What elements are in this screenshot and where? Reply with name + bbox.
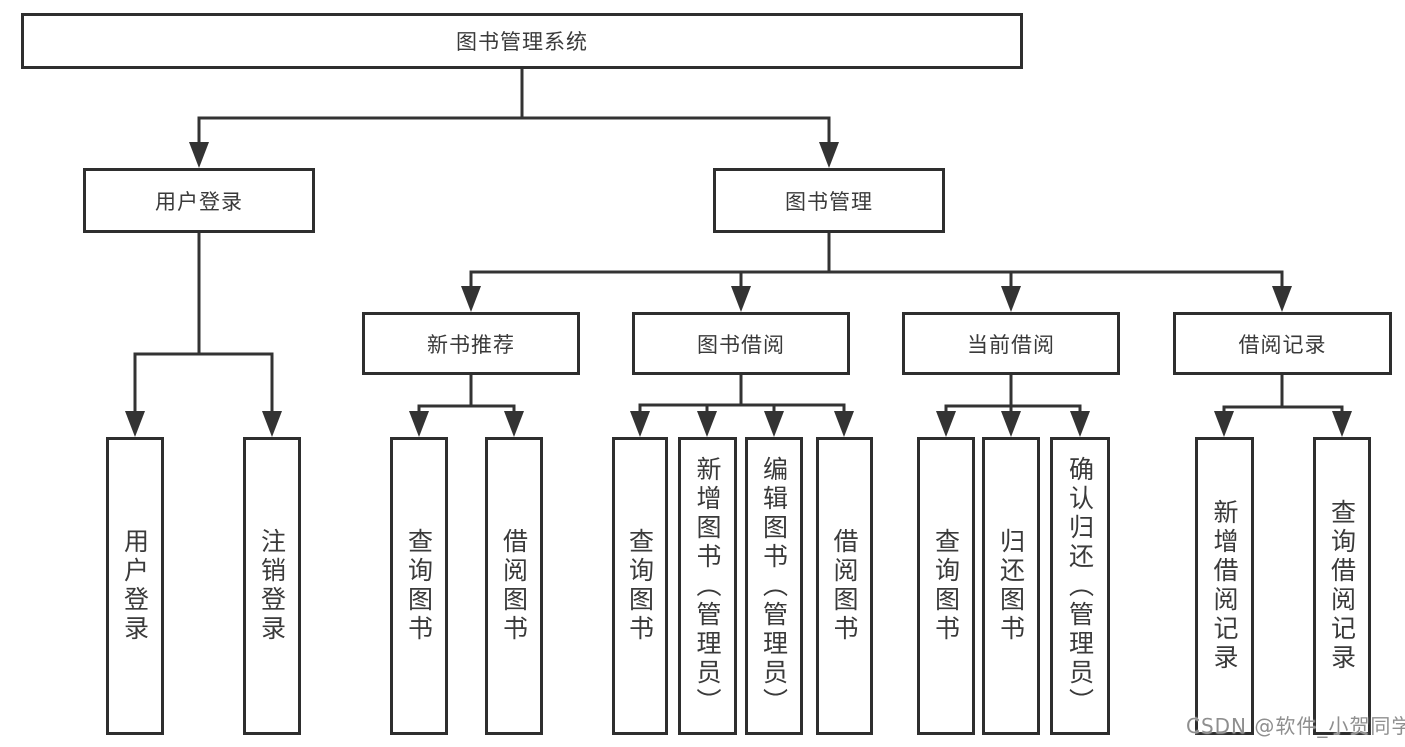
node-label: 归还图书 xyxy=(996,528,1026,644)
node-label: 查询图书 xyxy=(625,528,655,644)
leaf-edit-books-admin: 编辑图书（管理员） xyxy=(745,437,803,735)
node-library-system: 图书管理系统 xyxy=(21,13,1023,69)
node-label: 借阅记录 xyxy=(1238,332,1327,357)
leaf-return-books: 归还图书 xyxy=(982,437,1040,735)
node-label: 查询图书 xyxy=(931,528,961,644)
leaf-query-books-recommend: 查询图书 xyxy=(390,437,448,735)
node-label: 编辑图书（管理员） xyxy=(759,455,789,717)
node-new-book-recommend: 新书推荐 xyxy=(362,312,580,375)
node-label: 用户登录 xyxy=(120,528,150,644)
node-label: 当前借阅 xyxy=(967,332,1055,357)
node-label: 新增图书（管理员） xyxy=(693,455,722,717)
node-label: 确认归还（管理员） xyxy=(1065,455,1095,717)
node-label: 图书管理 xyxy=(785,189,873,214)
node-label: 用户登录 xyxy=(155,189,243,214)
leaf-query-books-borrow: 查询图书 xyxy=(612,437,668,735)
node-label: 查询图书 xyxy=(404,528,434,644)
leaf-query-books-current: 查询图书 xyxy=(917,437,975,735)
node-user-login: 用户登录 xyxy=(83,168,315,233)
node-label: 借阅图书 xyxy=(499,528,529,644)
node-current-borrow: 当前借阅 xyxy=(902,312,1120,375)
node-label: 借阅图书 xyxy=(830,528,859,644)
node-label: 图书借阅 xyxy=(697,332,785,357)
node-label: 图书管理系统 xyxy=(456,30,588,54)
leaf-query-borrow-record: 查询借阅记录 xyxy=(1313,437,1371,735)
node-label: 新增借阅记录 xyxy=(1210,499,1239,673)
leaf-logout: 注销登录 xyxy=(243,437,301,735)
leaf-add-borrow-record: 新增借阅记录 xyxy=(1195,437,1254,735)
leaf-borrow-books: 借阅图书 xyxy=(816,437,873,735)
leaf-confirm-return-admin: 确认归还（管理员） xyxy=(1050,437,1110,735)
leaf-add-books-admin: 新增图书（管理员） xyxy=(678,437,737,735)
node-book-borrow: 图书借阅 xyxy=(632,312,850,375)
node-label: 查询借阅记录 xyxy=(1327,499,1357,673)
node-label: 注销登录 xyxy=(257,528,287,644)
leaf-user-login: 用户登录 xyxy=(106,437,164,735)
node-book-management: 图书管理 xyxy=(713,168,945,233)
node-borrow-records: 借阅记录 xyxy=(1173,312,1392,375)
leaf-borrow-books-recommend: 借阅图书 xyxy=(485,437,543,735)
csdn-watermark: CSDN @软件_小贺同学 xyxy=(1186,714,1405,738)
node-label: 新书推荐 xyxy=(427,332,515,357)
